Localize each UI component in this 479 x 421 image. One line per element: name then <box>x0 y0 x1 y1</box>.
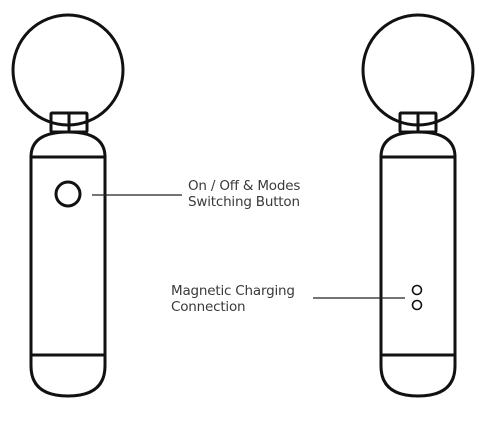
back-massage-head <box>361 13 475 127</box>
charging-contact-bottom-icon <box>411 299 423 311</box>
charging-contact-top-icon <box>411 284 423 296</box>
button-callout-line-2: Switching Button <box>188 194 300 210</box>
charging-callout: Magnetic Charging Connection <box>171 283 295 315</box>
charging-callout-line-2: Connection <box>171 299 246 315</box>
back-handle-body <box>379 130 457 398</box>
power-button-icon <box>54 180 82 208</box>
button-callout: On / Off & Modes Switching Button <box>188 178 300 210</box>
front-massage-head <box>11 13 125 127</box>
button-callout-line-1: On / Off & Modes <box>188 178 301 194</box>
charging-callout-line-1: Magnetic Charging <box>171 283 295 299</box>
front-handle-body <box>29 130 107 398</box>
device-back-view <box>361 13 475 398</box>
device-front-view <box>11 13 125 398</box>
